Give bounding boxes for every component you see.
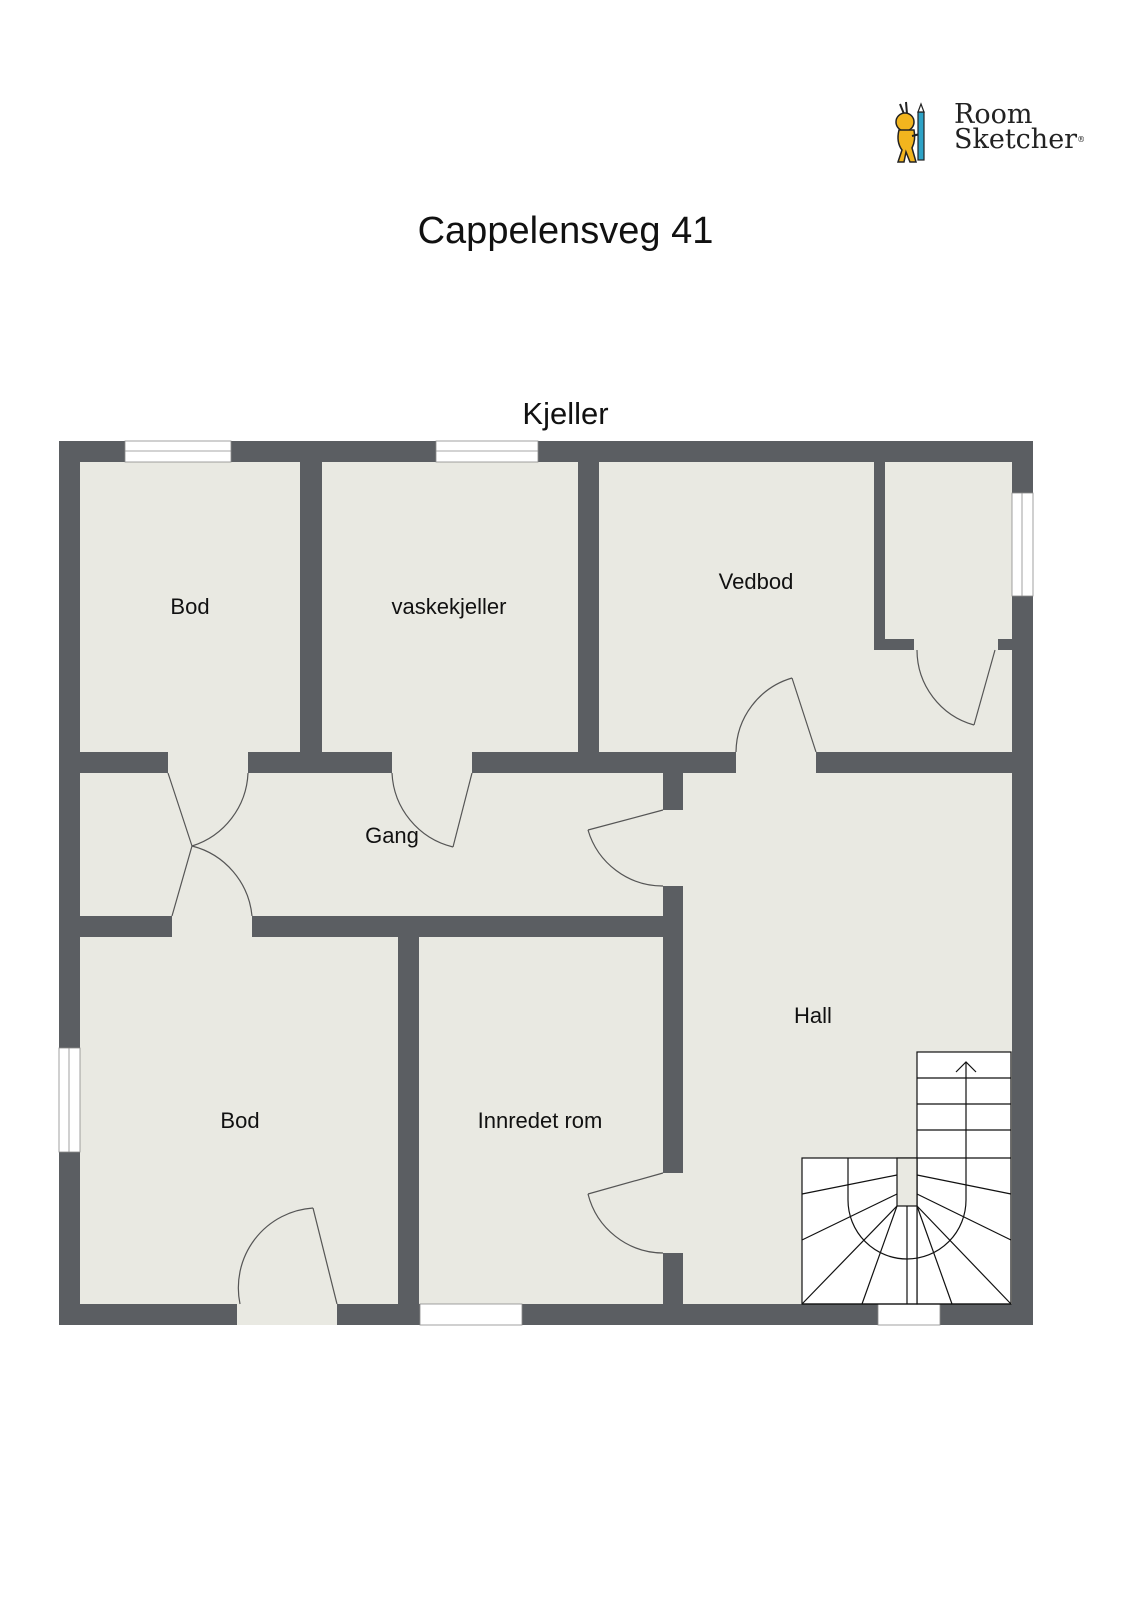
- window-bod-top: [124, 440, 232, 463]
- roomsketcher-mascot-icon: [895, 101, 925, 163]
- entrance-opening: [237, 1304, 337, 1325]
- room-label-vedbod: Vedbod: [719, 569, 794, 594]
- registered-mark: ®: [1077, 135, 1086, 144]
- logo-line2: Sketcher: [954, 124, 1078, 155]
- window-innredet-bottom: [419, 1303, 523, 1326]
- staircase: [801, 1051, 1012, 1305]
- window-east: [1011, 492, 1034, 597]
- door-arc: [191, 772, 249, 847]
- room-label-bod-bottom: Bod: [220, 1108, 259, 1133]
- room-label-bod-top: Bod: [170, 594, 209, 619]
- door-leaf: [167, 772, 193, 847]
- window-west: [58, 1047, 81, 1153]
- room-label-vaskekjeller: vaskekjeller: [392, 594, 507, 619]
- room-label-hall: Hall: [794, 1003, 832, 1028]
- room-label-innredet-rom: Innredet rom: [478, 1108, 603, 1133]
- window-hall-bottom: [877, 1303, 941, 1326]
- windows: [58, 440, 1034, 1326]
- logo-line1: Room: [954, 99, 1033, 130]
- floor-title: Kjeller: [522, 396, 609, 431]
- room-label-gang: Gang: [365, 823, 419, 848]
- roomsketcher-logo: Room Sketcher®: [895, 99, 1086, 170]
- window-vaskekjeller-top: [435, 440, 539, 463]
- doors: [167, 649, 996, 1305]
- page-title: Cappelensveg 41: [417, 210, 714, 252]
